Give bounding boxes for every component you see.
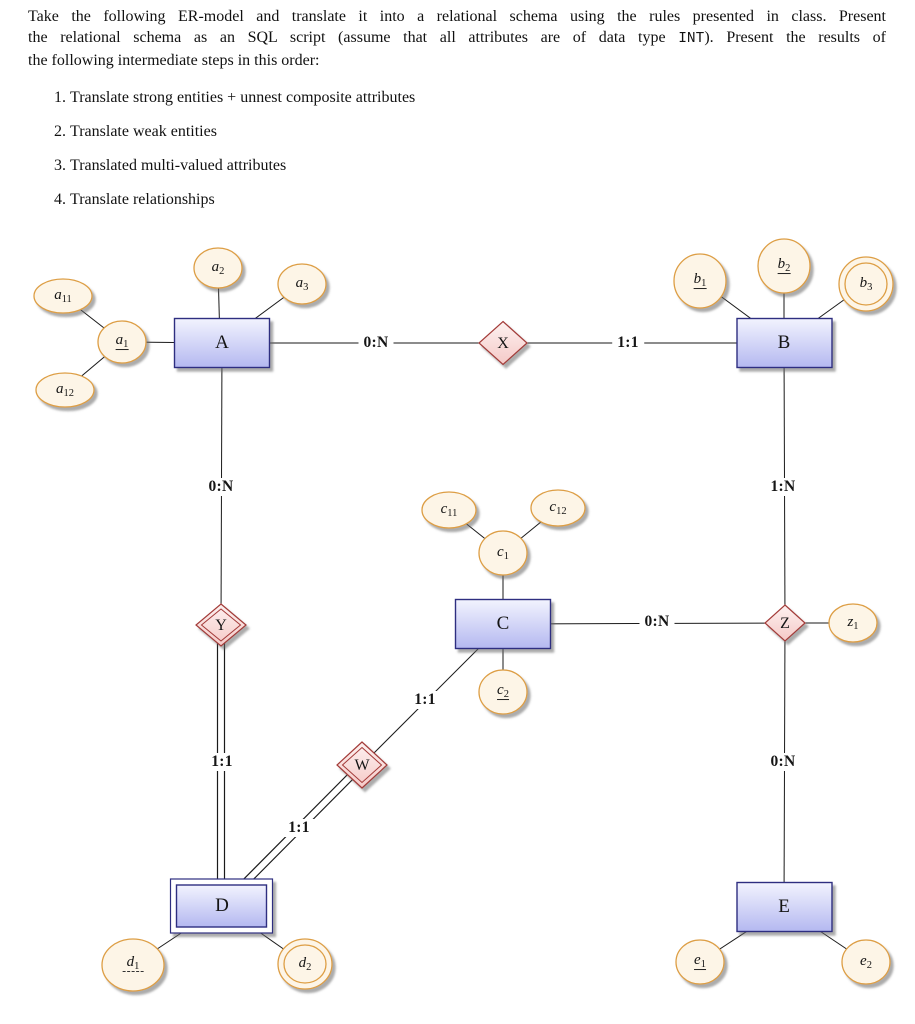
step-3: Translated multi-valued attributes xyxy=(70,156,415,176)
edge-A-Y xyxy=(220,342,223,625)
entity-E-rect xyxy=(736,881,833,933)
entity-shapes xyxy=(169,317,833,934)
relationship-Y-diamond-inner xyxy=(200,608,242,642)
intro-line-2: the relational schema as an SQL script (… xyxy=(28,27,886,50)
attribute-a12-ellipse xyxy=(35,372,95,408)
attribute-e2-ellipse xyxy=(841,939,891,985)
attribute-b2-ellipse xyxy=(757,238,811,294)
intro-paragraph: Take the following ER-model and translat… xyxy=(28,6,886,71)
attribute-c12-ellipse xyxy=(530,489,586,527)
attribute-d1-ellipse xyxy=(101,938,165,992)
intro-line-3: the following intermediate steps in this… xyxy=(28,52,320,69)
step-4: Translate relationships xyxy=(70,190,415,210)
attribute-e1-ellipse xyxy=(675,939,725,985)
intro-line-1: Take the following ER-model and translat… xyxy=(28,8,886,25)
attribute-a3-ellipse xyxy=(277,263,327,305)
intro-line-2-pre: the relational schema as an SQL script (… xyxy=(28,29,679,46)
attribute-z1-ellipse xyxy=(828,603,878,643)
attribute-a11-ellipse xyxy=(33,278,93,314)
edge-B-Z xyxy=(783,342,786,624)
attribute-c1-ellipse xyxy=(478,530,528,576)
edge-Z-E xyxy=(783,622,786,908)
attribute-a1-ellipse xyxy=(97,320,147,364)
relationship-X-diamond xyxy=(478,320,528,366)
step-1: Translate strong entities + unnest compo… xyxy=(70,88,415,108)
intro-line-2-post: ). Present the results of xyxy=(704,29,887,46)
entity-A-rect xyxy=(173,317,271,369)
steps-list: Translate strong entities + unnest compo… xyxy=(48,88,415,224)
entity-D-rect-inner xyxy=(175,884,268,928)
attribute-b3-ellipse-inner xyxy=(844,262,888,306)
attribute-c11-ellipse xyxy=(421,491,477,529)
attribute-a2-ellipse xyxy=(193,247,243,289)
attribute-b1-ellipse xyxy=(673,253,727,309)
int-code-token: INT xyxy=(678,31,705,47)
relationship-Z-diamond xyxy=(764,604,806,642)
relationship-shapes xyxy=(195,320,806,789)
attribute-d2-ellipse-inner xyxy=(283,944,327,984)
relationship-W-diamond-inner xyxy=(341,746,383,784)
entity-B-rect xyxy=(736,317,833,369)
attribute-shapes xyxy=(33,238,894,992)
entity-C-rect xyxy=(454,598,552,650)
attribute-c2-ellipse xyxy=(478,669,528,715)
relationship-W-diamond-outer xyxy=(336,741,388,789)
edge-Y-D-double xyxy=(216,624,226,906)
relationship-Y-diamond-outer xyxy=(195,603,247,647)
step-2: Translate weak entities xyxy=(70,122,415,142)
